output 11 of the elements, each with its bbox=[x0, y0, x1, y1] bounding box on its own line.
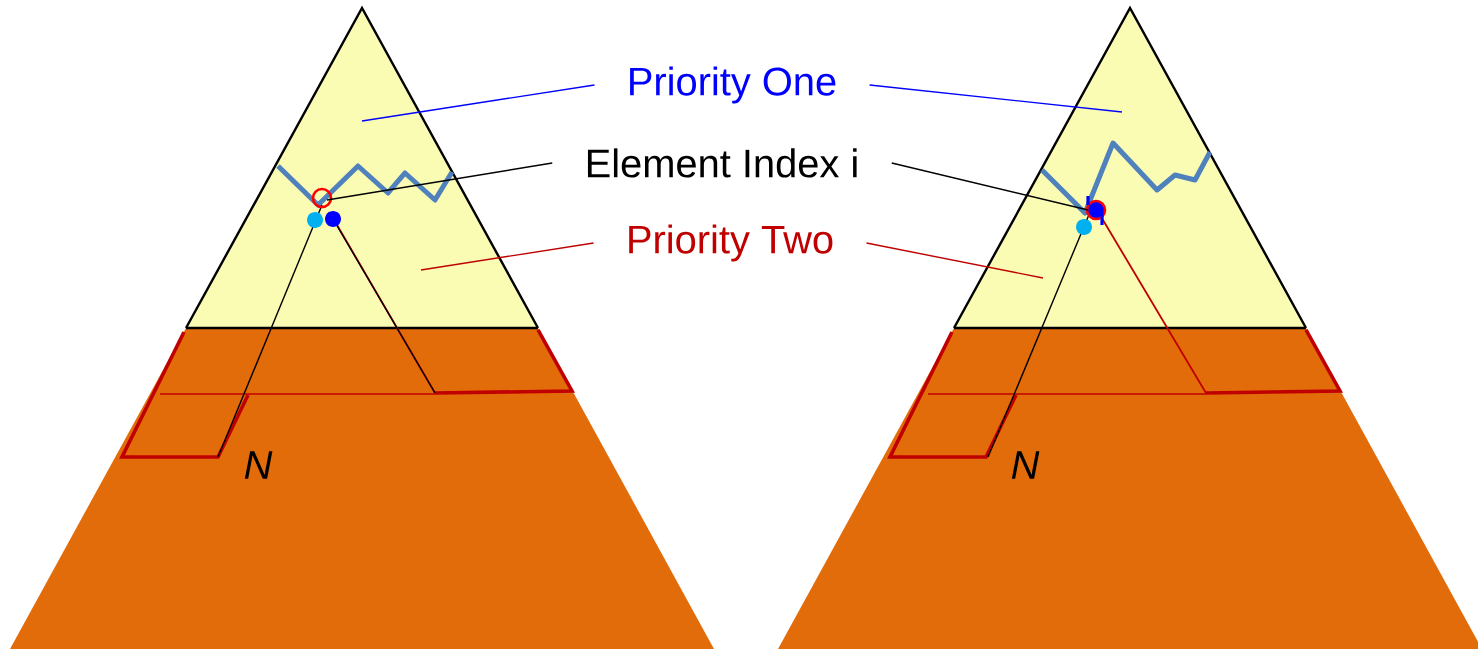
leader-line bbox=[868, 84, 1123, 113]
leader-line bbox=[891, 162, 1089, 211]
size-label: N bbox=[1011, 451, 1040, 479]
callout-text: Element Index i bbox=[587, 148, 857, 178]
callout-text: Priority One bbox=[630, 66, 836, 104]
leader-line bbox=[326, 162, 553, 201]
size-label: N bbox=[244, 451, 273, 479]
leader-line bbox=[420, 242, 595, 271]
callout-text: Priority Two bbox=[629, 224, 833, 262]
leader-line bbox=[361, 84, 596, 122]
leader-line bbox=[865, 242, 1044, 279]
